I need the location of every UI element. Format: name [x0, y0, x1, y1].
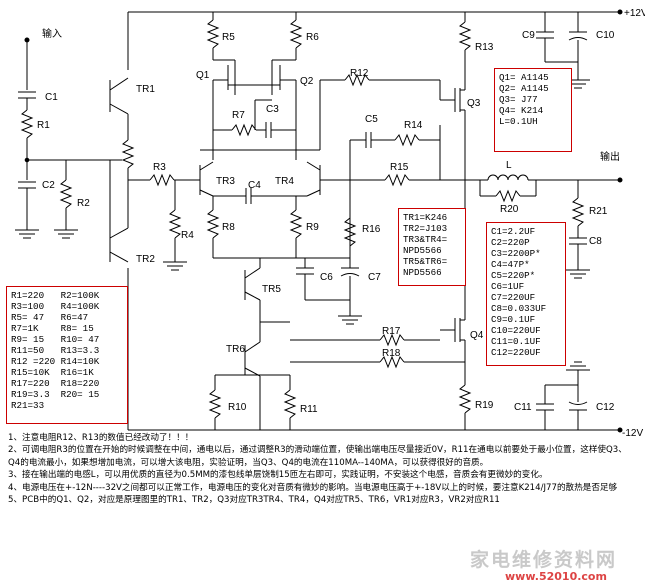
box-c-line: C11=0.1UF [491, 336, 541, 347]
label-r4: R4 [181, 230, 194, 241]
box-transistor-tr: TR1=K246 TR2=J103 TR3&TR4= NPD5566 TR5&T… [398, 208, 466, 286]
label-tr1: TR1 [136, 84, 155, 95]
label-r13: R13 [475, 42, 494, 53]
label-c2: C2 [42, 180, 55, 191]
box-r-line: R1=220 R2=100K [11, 290, 100, 301]
box-c-line: C9=0.1UF [491, 314, 536, 325]
label-c10: C10 [596, 30, 615, 41]
label-r2: R2 [77, 198, 90, 209]
watermark-logo: 家电维修资料网 [470, 549, 618, 571]
label-r3: R3 [153, 162, 166, 173]
note-5: 5、PCB中的Q1、Q2，对应是原理图里的TR1、TR2，Q3对应TR3TR4、… [8, 495, 500, 506]
vminus-label: -12V [622, 428, 643, 439]
label-r14: R14 [404, 120, 423, 131]
label-tr3: TR3 [216, 176, 235, 187]
box-q-line: Q3= J77 [499, 94, 538, 105]
box-tr-line: TR1=K246 [403, 212, 448, 223]
box-resistors: R1=220 R2=100K R3=100 R4=100K R5= 47 R6=… [6, 286, 128, 424]
box-tr-line: TR2=J103 [403, 223, 448, 234]
box-c-line: C8=0.033UF [491, 303, 547, 314]
label-tr4: TR4 [275, 176, 294, 187]
box-q-line: Q4= K214 [499, 105, 544, 116]
label-c1: C1 [45, 92, 58, 103]
label-r11: R11 [300, 404, 318, 415]
label-r18: R18 [382, 348, 401, 359]
label-c8: C8 [589, 236, 602, 247]
box-c-line: C6=1UF [491, 281, 525, 292]
label-q2: Q2 [300, 76, 314, 87]
label-r8: R8 [222, 222, 235, 233]
label-r10: R10 [228, 402, 247, 413]
box-q-line: Q2= A1145 [499, 83, 549, 94]
label-r17: R17 [382, 326, 401, 337]
r1-resistor [20, 109, 34, 139]
box-c-line: C12=220UF [491, 347, 541, 358]
box-capacitors: C1=2.2UF C2=220P C3=2200P* C4=47P* C5=22… [486, 222, 566, 366]
box-c-line: C4=47P* [491, 259, 530, 270]
box-transistor-q: Q1= A1145 Q2= A1145 Q3= J77 Q4= K214 L=0… [494, 68, 572, 152]
label-r19: R19 [475, 400, 494, 411]
label-c6: C6 [320, 272, 333, 283]
label-r20: R20 [500, 204, 519, 215]
label-r16: R16 [362, 224, 381, 235]
note-3: 3、接在输出端的电感L，可以用优质的直径为0.5MM的漆包线单层饶制15匝左右即… [8, 470, 548, 481]
label-c4: C4 [248, 180, 261, 191]
notes: 1、注意电阻R12、R13的数值已经改动了！！！ 2、可调电阻R3的位置在开始的… [8, 432, 638, 506]
label-tr5: TR5 [262, 284, 281, 295]
box-r-line: R15=10K R16=1K [11, 367, 94, 378]
box-c-line: C10=220UF [491, 325, 541, 336]
box-r-line: R11=50 R13=3.3 [11, 345, 100, 356]
box-q-line: Q1= A1145 [499, 72, 549, 83]
label-r7: R7 [232, 110, 245, 121]
box-r-line: R7=1K R8= 15 [11, 323, 94, 334]
output-label: 输出 [600, 150, 620, 163]
box-c-line: C7=220UF [491, 292, 536, 303]
label-r12: R12 [350, 68, 369, 79]
label-r5: R5 [222, 32, 235, 43]
label-q3: Q3 [467, 98, 481, 109]
label-c7: C7 [368, 272, 381, 283]
box-r-line: R12 =220 R14=10K [11, 356, 100, 367]
box-q-line: L=0.1UH [499, 116, 538, 127]
label-c12: C12 [596, 402, 615, 413]
box-r-line: R19=3.3 R20= 15 [11, 389, 100, 400]
box-tr-line: NPD5566 [403, 267, 442, 278]
note-1: 1、注意电阻R12、R13的数值已经改动了！！！ [8, 433, 194, 443]
box-c-line: C3=2200P* [491, 248, 541, 259]
label-c11: C11 [514, 402, 532, 413]
vplus-label: +12V [624, 8, 645, 19]
box-tr-line: NPD5566 [403, 245, 442, 256]
box-c-line: C2=220P [491, 237, 530, 248]
label-r15: R15 [390, 162, 409, 173]
label-r6: R6 [306, 32, 319, 43]
label-r1: R1 [37, 120, 50, 131]
box-r-line: R3=100 R4=100K [11, 301, 100, 312]
label-q1: Q1 [196, 70, 210, 81]
box-r-line: R17=220 R18=220 [11, 378, 100, 389]
label-r9: R9 [306, 222, 319, 233]
watermark-url: www.52010.com [505, 570, 607, 583]
label-c9: C9 [522, 30, 535, 41]
box-tr-line: TR5&TR6= [403, 256, 448, 267]
note-2: 2、可调电阻R3的位置在开始的时候调整在中间，通电以后，通过调整R3的滑动端位置… [8, 445, 627, 468]
box-r-line: R5= 47 R6=47 [11, 312, 89, 323]
label-tr2: TR2 [136, 254, 155, 265]
label-tr6: TR6 [226, 344, 245, 355]
box-c-line: C1=2.2UF [491, 226, 536, 237]
box-c-line: C5=220P* [491, 270, 536, 281]
box-tr-line: TR3&TR4= [403, 234, 448, 245]
label-c5: C5 [365, 114, 378, 125]
label-l: L [506, 160, 512, 171]
label-q4: Q4 [470, 330, 484, 341]
input-label: 输入 [42, 27, 62, 40]
label-r21: R21 [589, 206, 608, 217]
box-r-line: R21=33 [11, 400, 45, 411]
box-r-line: R9= 15 R10= 47 [11, 334, 100, 345]
note-4: 4、电源电压在+-12N----32V之间都可以正常工作，电源电压的变化对音质有… [8, 482, 618, 493]
label-c3: C3 [266, 104, 279, 115]
